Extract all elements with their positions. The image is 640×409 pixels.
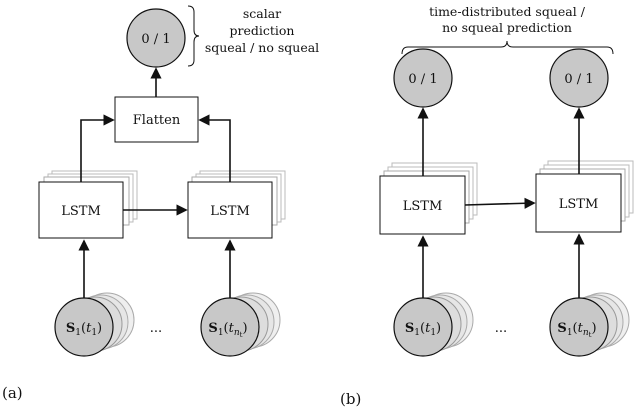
panel-b-input-node-1: S1(t1) (393, 292, 474, 357)
panel-b-input-node-2: S1(tnt) (549, 292, 630, 357)
panel-a-output-label: 0 / 1 (141, 32, 170, 47)
panel-b-output-node-2: 0 / 1 (549, 48, 609, 108)
panel-a-input-2-label: S1(tnt) (208, 321, 247, 339)
panel-a-flatten-label: Flatten (133, 113, 181, 128)
panel-b-lstm-1: LSTM (379, 162, 478, 235)
panel-b-input-1-label: S1(t1) (405, 321, 441, 338)
panel-a-input-node-1: S1(t1) (54, 292, 135, 357)
panel-a-lstm-2: LSTM (187, 170, 286, 239)
panel-a-input-node-2: S1(tnt) (200, 292, 281, 357)
panel-a-arrow-lstm1-to-flatten (80, 114, 115, 182)
panel-a-annotation-brace (187, 5, 200, 67)
panel-b-annotation-brace (401, 40, 614, 55)
panel-b-lstm-1-label: LSTM (403, 199, 443, 214)
panel-a-input-1-label: S1(t1) (66, 321, 102, 338)
panel-b-annotation-line-2: no squeal prediction (442, 20, 572, 35)
panel-b-lstm-2-label: LSTM (559, 197, 599, 212)
panel-b-label: (b) (340, 390, 361, 408)
panel-a-annotation-line-3: squeal / no squeal (205, 40, 319, 55)
panel-a-lstm-2-label: LSTM (210, 204, 250, 219)
panel-b-output-node-1: 0 / 1 (393, 48, 453, 108)
panel-b-input-2-label: S1(tnt) (557, 321, 596, 339)
panel-a-lstm-1-label: LSTM (61, 204, 101, 219)
panel-a: 0 / 1 scalar prediction squeal / no sque… (2, 5, 319, 402)
panel-b-output-2-label: 0 / 1 (564, 72, 593, 87)
panel-b-lstm-2: LSTM (535, 160, 634, 233)
panel-b: time-distributed squeal / no squeal pred… (340, 4, 634, 408)
panel-a-lstm-1: LSTM (38, 170, 138, 239)
panel-b-ellipsis: ... (495, 321, 507, 336)
panel-b-annotation-line-1: time-distributed squeal / (429, 4, 586, 19)
panel-a-ellipsis: ... (150, 321, 162, 336)
panel-b-arrow-lstm1-to-lstm2 (464, 197, 536, 209)
panel-a-annotation-line-1: scalar (243, 6, 281, 21)
panel-a-label: (a) (2, 384, 23, 402)
panel-a-annotation: scalar prediction squeal / no squeal (205, 6, 319, 55)
panel-a-output-node: 0 / 1 (126, 8, 186, 68)
panel-a-flatten-box: Flatten (114, 96, 199, 143)
panel-b-annotation: time-distributed squeal / no squeal pred… (429, 4, 586, 35)
panel-b-output-1-label: 0 / 1 (408, 72, 437, 87)
panel-a-annotation-line-2: prediction (230, 23, 295, 38)
panel-a-arrow-lstm2-to-flatten (198, 114, 231, 182)
